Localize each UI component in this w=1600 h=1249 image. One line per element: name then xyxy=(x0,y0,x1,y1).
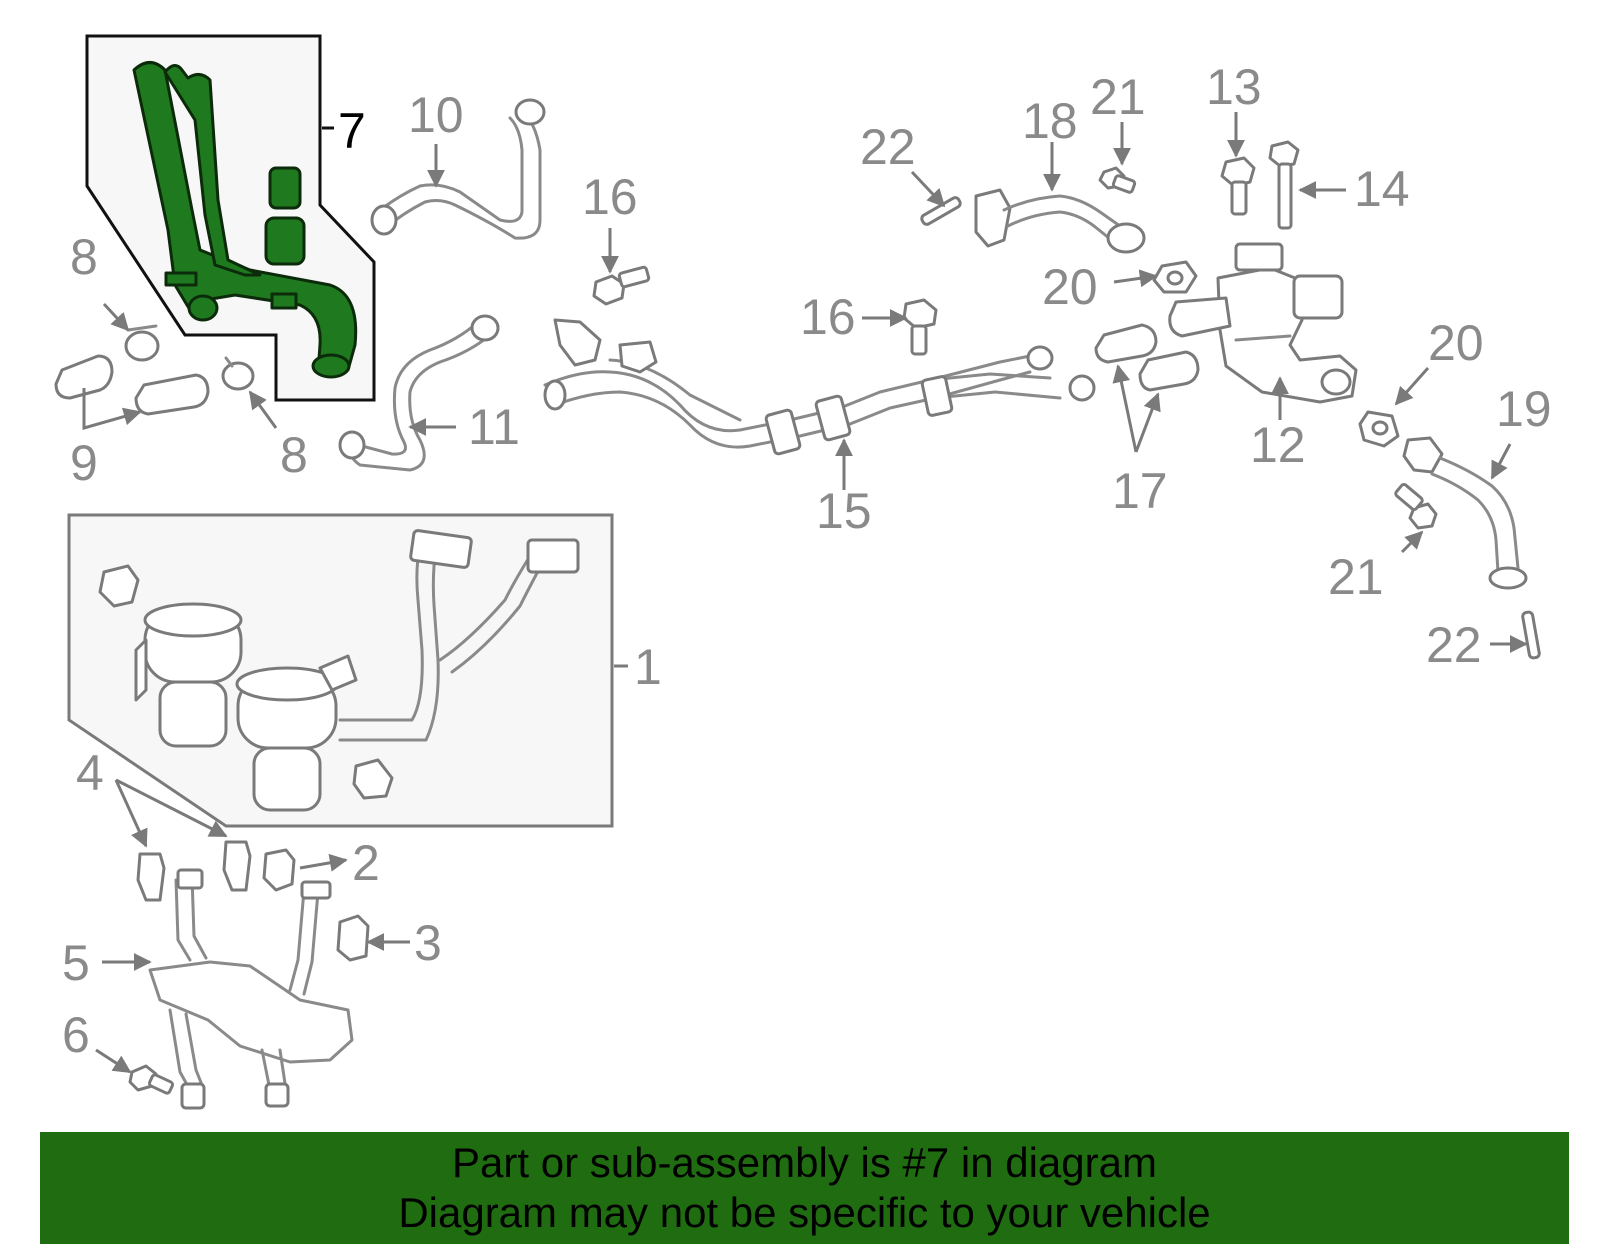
callout-7: 7 xyxy=(338,103,366,159)
callout-8-lower: 8 xyxy=(280,427,308,483)
part-7-air-hose-assembly[interactable] xyxy=(85,34,376,402)
part-22-pin-lower[interactable] xyxy=(1521,610,1541,660)
callout-1: 1 xyxy=(634,639,662,695)
callout-22-upper: 22 xyxy=(860,119,916,175)
banner-line-1: Part or sub-assembly is #7 in diagram xyxy=(452,1139,1157,1186)
part-17-hose-left[interactable] xyxy=(1094,323,1158,364)
part-21-bolt-lower[interactable] xyxy=(1394,483,1438,530)
info-banner: Part or sub-assembly is #7 in diagram Di… xyxy=(40,1132,1569,1244)
part-16-bolt-upper[interactable] xyxy=(592,265,651,306)
part-5-bracket[interactable] xyxy=(148,868,354,1110)
callout-22-lower: 22 xyxy=(1426,617,1482,673)
part-2-cushion[interactable] xyxy=(262,848,296,892)
part-22-pin-upper[interactable] xyxy=(920,196,962,226)
part-14-bolt[interactable] xyxy=(1268,140,1300,230)
callout-8-upper: 8 xyxy=(70,229,98,285)
callout-21-lower: 21 xyxy=(1328,549,1384,605)
part-12-valve-assembly[interactable] xyxy=(1168,242,1358,404)
part-15-pipe-assembly[interactable] xyxy=(543,318,1096,456)
callout-11: 11 xyxy=(468,399,520,455)
banner-line-2: Diagram may not be specific to your vehi… xyxy=(398,1189,1211,1236)
callout-16-lower: 16 xyxy=(800,289,856,345)
part-4-grommet-left[interactable] xyxy=(136,852,166,902)
part-6-bolt[interactable] xyxy=(128,1064,175,1095)
part-9-hose-short[interactable] xyxy=(54,354,114,400)
callout-21-upper: 21 xyxy=(1090,69,1146,125)
part-3-cushion[interactable] xyxy=(336,914,370,962)
callout-6: 6 xyxy=(62,1007,90,1063)
callout-17: 17 xyxy=(1112,463,1168,519)
part-20-gasket-upper[interactable] xyxy=(1152,260,1198,294)
callout-19: 19 xyxy=(1496,381,1552,437)
callout-2: 2 xyxy=(352,835,380,891)
part-17-hose-right[interactable] xyxy=(1138,350,1200,392)
callout-13: 13 xyxy=(1206,59,1262,115)
part-18-pipe[interactable] xyxy=(974,188,1146,254)
part-9-hose-long[interactable] xyxy=(134,373,210,416)
callout-4: 4 xyxy=(76,745,104,801)
callout-labels: 7 10 11 16 16 15 22 18 21 13 14 20 12 20… xyxy=(62,59,1552,1063)
callout-15: 15 xyxy=(816,483,872,539)
part-11-hose[interactable] xyxy=(338,314,500,472)
callout-10: 10 xyxy=(408,87,464,143)
leader-lines xyxy=(82,112,1528,1074)
callout-20-lower: 20 xyxy=(1428,315,1484,371)
part-13-bolt[interactable] xyxy=(1220,156,1256,216)
part-20-gasket-lower[interactable] xyxy=(1358,410,1400,448)
callout-12: 12 xyxy=(1250,417,1306,473)
part-21-bolt-upper[interactable] xyxy=(1098,166,1137,194)
callout-18: 18 xyxy=(1022,93,1078,149)
part-16-bolt-lower[interactable] xyxy=(902,298,938,356)
part-8-clamp-upper[interactable] xyxy=(124,324,160,362)
part-19-pipe[interactable] xyxy=(1402,436,1528,590)
callout-16-upper: 16 xyxy=(582,169,638,225)
callout-20-upper: 20 xyxy=(1042,259,1098,315)
part-1-air-pump-assembly[interactable] xyxy=(67,513,614,828)
callout-9: 9 xyxy=(70,435,98,491)
callout-3: 3 xyxy=(414,915,442,971)
callout-14: 14 xyxy=(1354,161,1410,217)
part-8-clamp-lower[interactable] xyxy=(221,356,255,391)
callout-5: 5 xyxy=(62,935,90,991)
part-10-hose[interactable] xyxy=(370,98,546,240)
part-4-grommet-right[interactable] xyxy=(222,840,252,892)
